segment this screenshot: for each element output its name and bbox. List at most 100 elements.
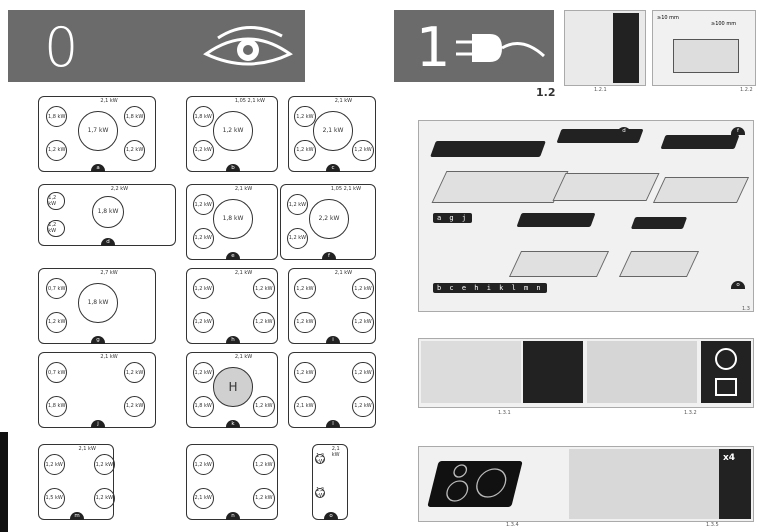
center-zone-b: 1,2 kW xyxy=(213,111,253,151)
left-header-bar: 0 xyxy=(8,10,305,82)
page-edge-tab xyxy=(0,432,8,532)
zone-o-0: 1,2 kW xyxy=(315,453,326,466)
step-number: 1 xyxy=(416,16,451,79)
zone-j-3: 1,2 kW xyxy=(123,362,146,384)
top-label-c: 2,1 kW xyxy=(334,98,353,104)
hob-zones-icon xyxy=(446,464,507,502)
zone-k-1: 1,8 kW xyxy=(192,395,214,417)
sub-step-number: 1.2 xyxy=(536,86,556,99)
count-label: x4 xyxy=(723,453,736,463)
hob-drawing-1 xyxy=(430,141,546,157)
cooktop-tag-c: c xyxy=(326,164,340,172)
hob-drawing-4 xyxy=(516,213,596,227)
counter-3 xyxy=(652,177,750,203)
plug-icon xyxy=(456,34,546,62)
zone-a-0: 1,8 kW xyxy=(46,106,68,128)
zone-m-0: 1,2 kW xyxy=(43,454,65,476)
cooktop-tag-b: b xyxy=(226,164,240,172)
seal-photo-2 xyxy=(587,341,697,403)
zone-c-1: 1,2 kW xyxy=(294,139,316,161)
zone-k-2: 1,2 kW xyxy=(253,395,275,417)
zone-m-3: 1,2 kW xyxy=(93,454,115,476)
zone-k-0: 1,2 kW xyxy=(192,362,214,384)
seal-step-panel xyxy=(418,338,754,408)
cooktop-tag-a: a xyxy=(91,164,105,172)
zone-h-0: 1,2 kW xyxy=(192,278,214,300)
cooktop-tag-o: o xyxy=(324,512,338,520)
cooktop-tag-f: f xyxy=(322,252,336,260)
right-header-bar: 1 xyxy=(394,10,554,82)
top-label-k: 2,1 kW xyxy=(234,354,253,360)
zone-h-1: 1,2 kW xyxy=(192,311,214,333)
zone-n-1: 2,1 kW xyxy=(192,487,214,509)
zone-i-3: 1,2 kW xyxy=(352,278,374,300)
dim-100: ≥100 mm xyxy=(711,21,737,27)
counter-5 xyxy=(618,251,700,277)
top-label-j: 2,1 kW xyxy=(100,354,118,360)
center-zone-a: 1,7 kW xyxy=(78,111,118,151)
zone-l-1: 2,1 kW xyxy=(294,395,316,417)
zone-j-1: 1,8 kW xyxy=(46,395,68,417)
fixing-step-panel: x4 xyxy=(418,446,754,522)
step-number: 0 xyxy=(44,16,79,79)
center-zone-d: 1,8 kW xyxy=(91,195,125,229)
center-zone-e: 1,8 kW xyxy=(213,199,253,239)
dim-10: ≥10 mm xyxy=(657,15,679,21)
eye-icon xyxy=(203,26,293,66)
center-zone-g: 1,8 kW xyxy=(78,283,118,323)
zone-f-0: 1,2 kW xyxy=(286,194,309,216)
zone-n-0: 1,2 kW xyxy=(192,454,214,476)
caption-122: 1.2.2 xyxy=(740,87,753,93)
label-plate xyxy=(613,13,639,83)
caption-134: 1.3.4 xyxy=(506,522,519,528)
zone-a-3: 1,8 kW xyxy=(123,106,146,128)
cooktop-tag-g: g xyxy=(91,336,105,344)
zone-g-1: 1,2 kW xyxy=(46,311,68,333)
zone-l-0: 1,2 kW xyxy=(294,362,316,384)
cooktop-tag-m: m xyxy=(70,512,84,520)
zone-h-2: 1,2 kW xyxy=(253,311,275,333)
cooktop-tag-n: n xyxy=(226,512,240,520)
caption-132: 1.3.2 xyxy=(684,410,697,416)
center-zone-c: 2,1 kW xyxy=(313,111,353,151)
zone-d-0: 1,2 kW xyxy=(47,192,65,210)
top-label-i: 2,1 kW xyxy=(334,270,353,276)
hob-top-view xyxy=(427,461,523,507)
top-label-b: 1,05 2,1 kW xyxy=(234,98,265,104)
group-label-agj: a g j xyxy=(433,213,473,223)
cooktop-diagram-m: 1,2 kW 1,5 kW 1,2 kW 1,2 kW 2,1 kW m xyxy=(38,444,115,520)
zone-m-2: 1,2 kW xyxy=(93,487,115,509)
cooktop-tag-e: e xyxy=(226,252,240,260)
cutout-photo: ≥10 mm ≥100 mm xyxy=(652,10,756,86)
zone-i-0: 1,2 kW xyxy=(294,278,316,300)
center-zone-f: 2,2 kW xyxy=(309,199,349,239)
cooktop-tag-d: d xyxy=(101,238,115,246)
zone-e-1: 1,2 kW xyxy=(192,227,214,249)
outlet-photo xyxy=(564,10,646,86)
zone-f-1: 1,2 kW xyxy=(286,227,309,249)
zone-j-0: 0,7 kW xyxy=(46,362,68,384)
caption-13: 1.3 xyxy=(742,306,750,312)
hob-drawing-5 xyxy=(630,217,688,229)
cooktop-tag-j: j xyxy=(91,420,105,428)
seal-photo xyxy=(421,341,521,403)
tag-d: d xyxy=(617,127,631,135)
top-label-m: 2,1 kW xyxy=(78,446,96,452)
rotate-icon-box xyxy=(701,341,751,403)
top-label-d: 2,2 kW xyxy=(110,186,129,192)
zone-i-1: 1,2 kW xyxy=(294,311,316,333)
zone-e-0: 1,2 kW xyxy=(192,194,214,216)
zone-d-1: 1,2 kW xyxy=(47,219,65,238)
zone-m-1: 1,5 kW xyxy=(43,487,65,509)
cooktop-tag-k: k xyxy=(226,420,240,428)
counter-2 xyxy=(552,173,660,201)
